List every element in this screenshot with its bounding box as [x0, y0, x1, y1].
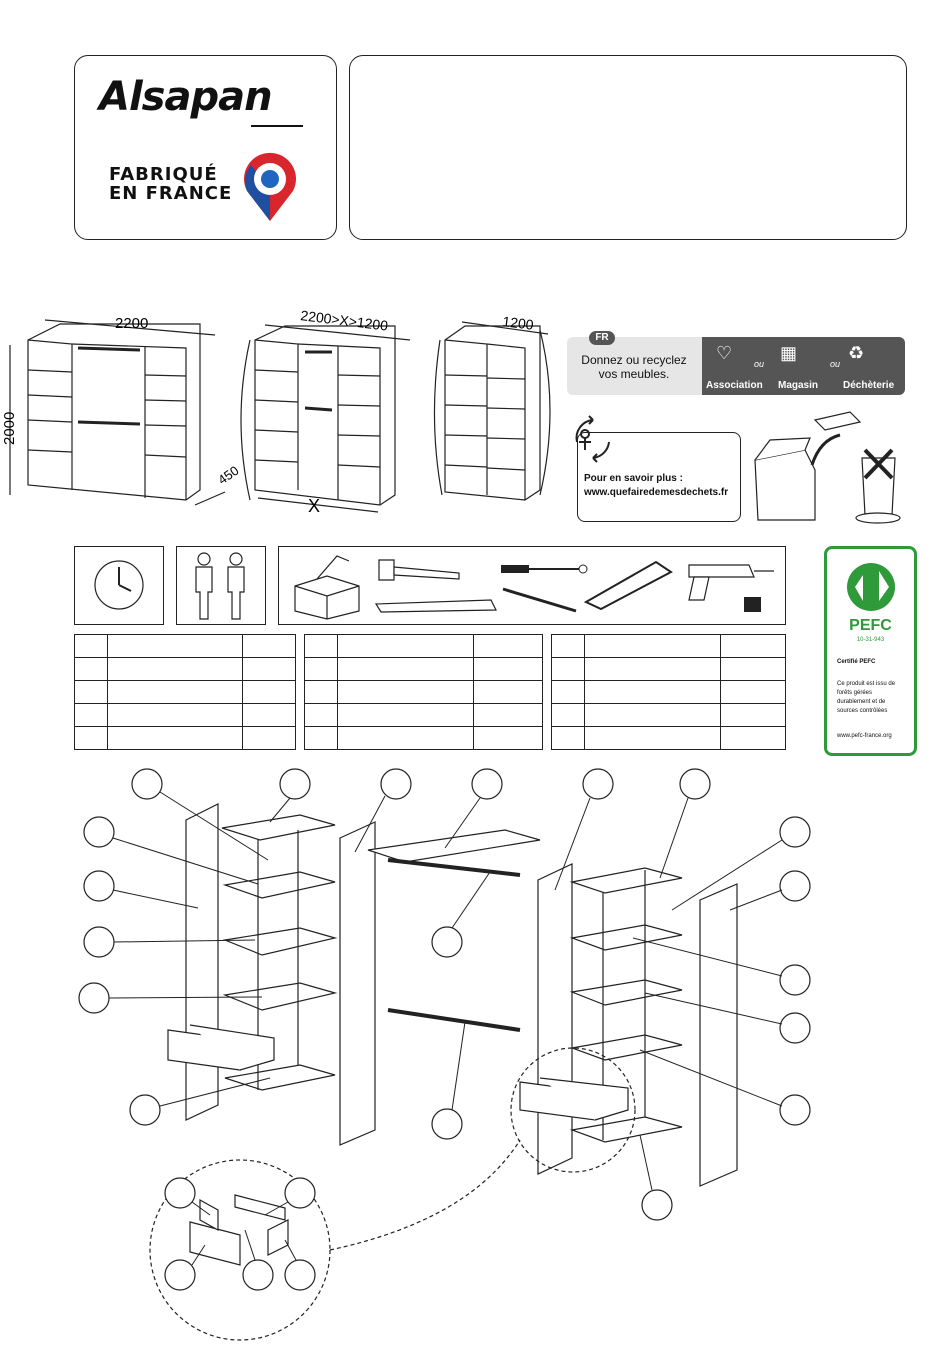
logo-underline: [251, 125, 303, 127]
option-decheterie: Déchèterie: [843, 380, 895, 391]
persons-box: [176, 546, 266, 625]
papers-to-box-icon: [754, 411, 901, 524]
lang-badge: FR: [589, 331, 615, 345]
recycle-headline-1: Donnez ou recyclez: [581, 353, 687, 367]
mallet-icon: [374, 599, 497, 613]
pefc-url: www.pefc-france.org: [837, 733, 892, 739]
pefc-body-1: Ce produit est issu de: [837, 681, 896, 687]
option-association: Association: [706, 380, 763, 391]
info-url: www.quefairedemesdechets.fr: [584, 487, 729, 498]
two-persons-icon: [195, 552, 245, 620]
dim-width-min: 1200: [502, 313, 535, 333]
recycle-banner: FR Donnez ou recyclez vos meubles. ♡ ▦ ♻…: [567, 331, 905, 395]
hammer-icon: [378, 559, 460, 581]
time-box: [74, 546, 164, 625]
saw-icon: [583, 560, 673, 611]
recycle-options-bar: ♡ ▦ ♻ ou ou Association Magasin Déchèter…: [702, 337, 905, 395]
pefc-body-2: forêts gérées: [837, 690, 873, 696]
screwdriver-icon: [501, 564, 588, 574]
pefc-tree-icon: [847, 563, 895, 611]
dim-height: 2000: [1, 412, 18, 445]
info-title: Pour en savoir plus :: [584, 473, 683, 484]
exploded-assembly-diagram: [78, 768, 811, 1341]
pefc-certified: Certifié PEFC: [837, 659, 876, 665]
parts-table-1: [74, 634, 296, 750]
parts-table-3: [551, 634, 786, 750]
dim-width-full: 2200: [115, 315, 148, 332]
store-icon: ▦: [780, 343, 798, 363]
brand-box: Alsapan FABRIQUÉ EN FRANCE: [74, 55, 337, 240]
pefc-logo-text: PEFC: [849, 617, 892, 634]
dim-depth: 450: [215, 463, 241, 488]
made-in-france-line2: EN FRANCE: [109, 183, 233, 204]
or-1: ou: [754, 359, 765, 369]
drill-icon: [688, 564, 774, 601]
toolbox-icon: [294, 555, 360, 620]
bin-icon: ♻: [848, 343, 865, 363]
awl-icon: [502, 587, 577, 613]
recycle-symbol-icon: [575, 415, 610, 463]
clock-icon: [94, 560, 144, 610]
dim-variable: X: [308, 496, 320, 516]
or-2: ou: [830, 359, 841, 369]
heart-hand-icon: ♡: [716, 343, 733, 363]
recycle-info-box: Pour en savoir plus : www.quefairedemesd…: [577, 432, 741, 522]
pefc-body-3: durablement et de: [837, 699, 886, 705]
recycle-headline-2: vos meubles.: [598, 367, 670, 381]
parts-table-2: [304, 634, 543, 750]
france-pin-icon: [244, 152, 296, 221]
tools-box: [278, 546, 786, 625]
dimension-diagrams: 2200 2000 450 2200>X>1200 X 1200: [1, 307, 551, 516]
option-magasin: Magasin: [778, 380, 819, 391]
brand-logo: Alsapan: [99, 74, 273, 120]
tape-measure-icon: [744, 597, 761, 612]
pefc-code: 10-31-943: [856, 637, 885, 643]
made-in-france-line1: FABRIQUÉ: [109, 164, 218, 185]
title-box: [349, 55, 907, 240]
pefc-body-4: sources contrôlées: [837, 708, 888, 714]
pefc-label: PEFC 10-31-943 Certifié PEFC Ce produit …: [824, 546, 917, 756]
